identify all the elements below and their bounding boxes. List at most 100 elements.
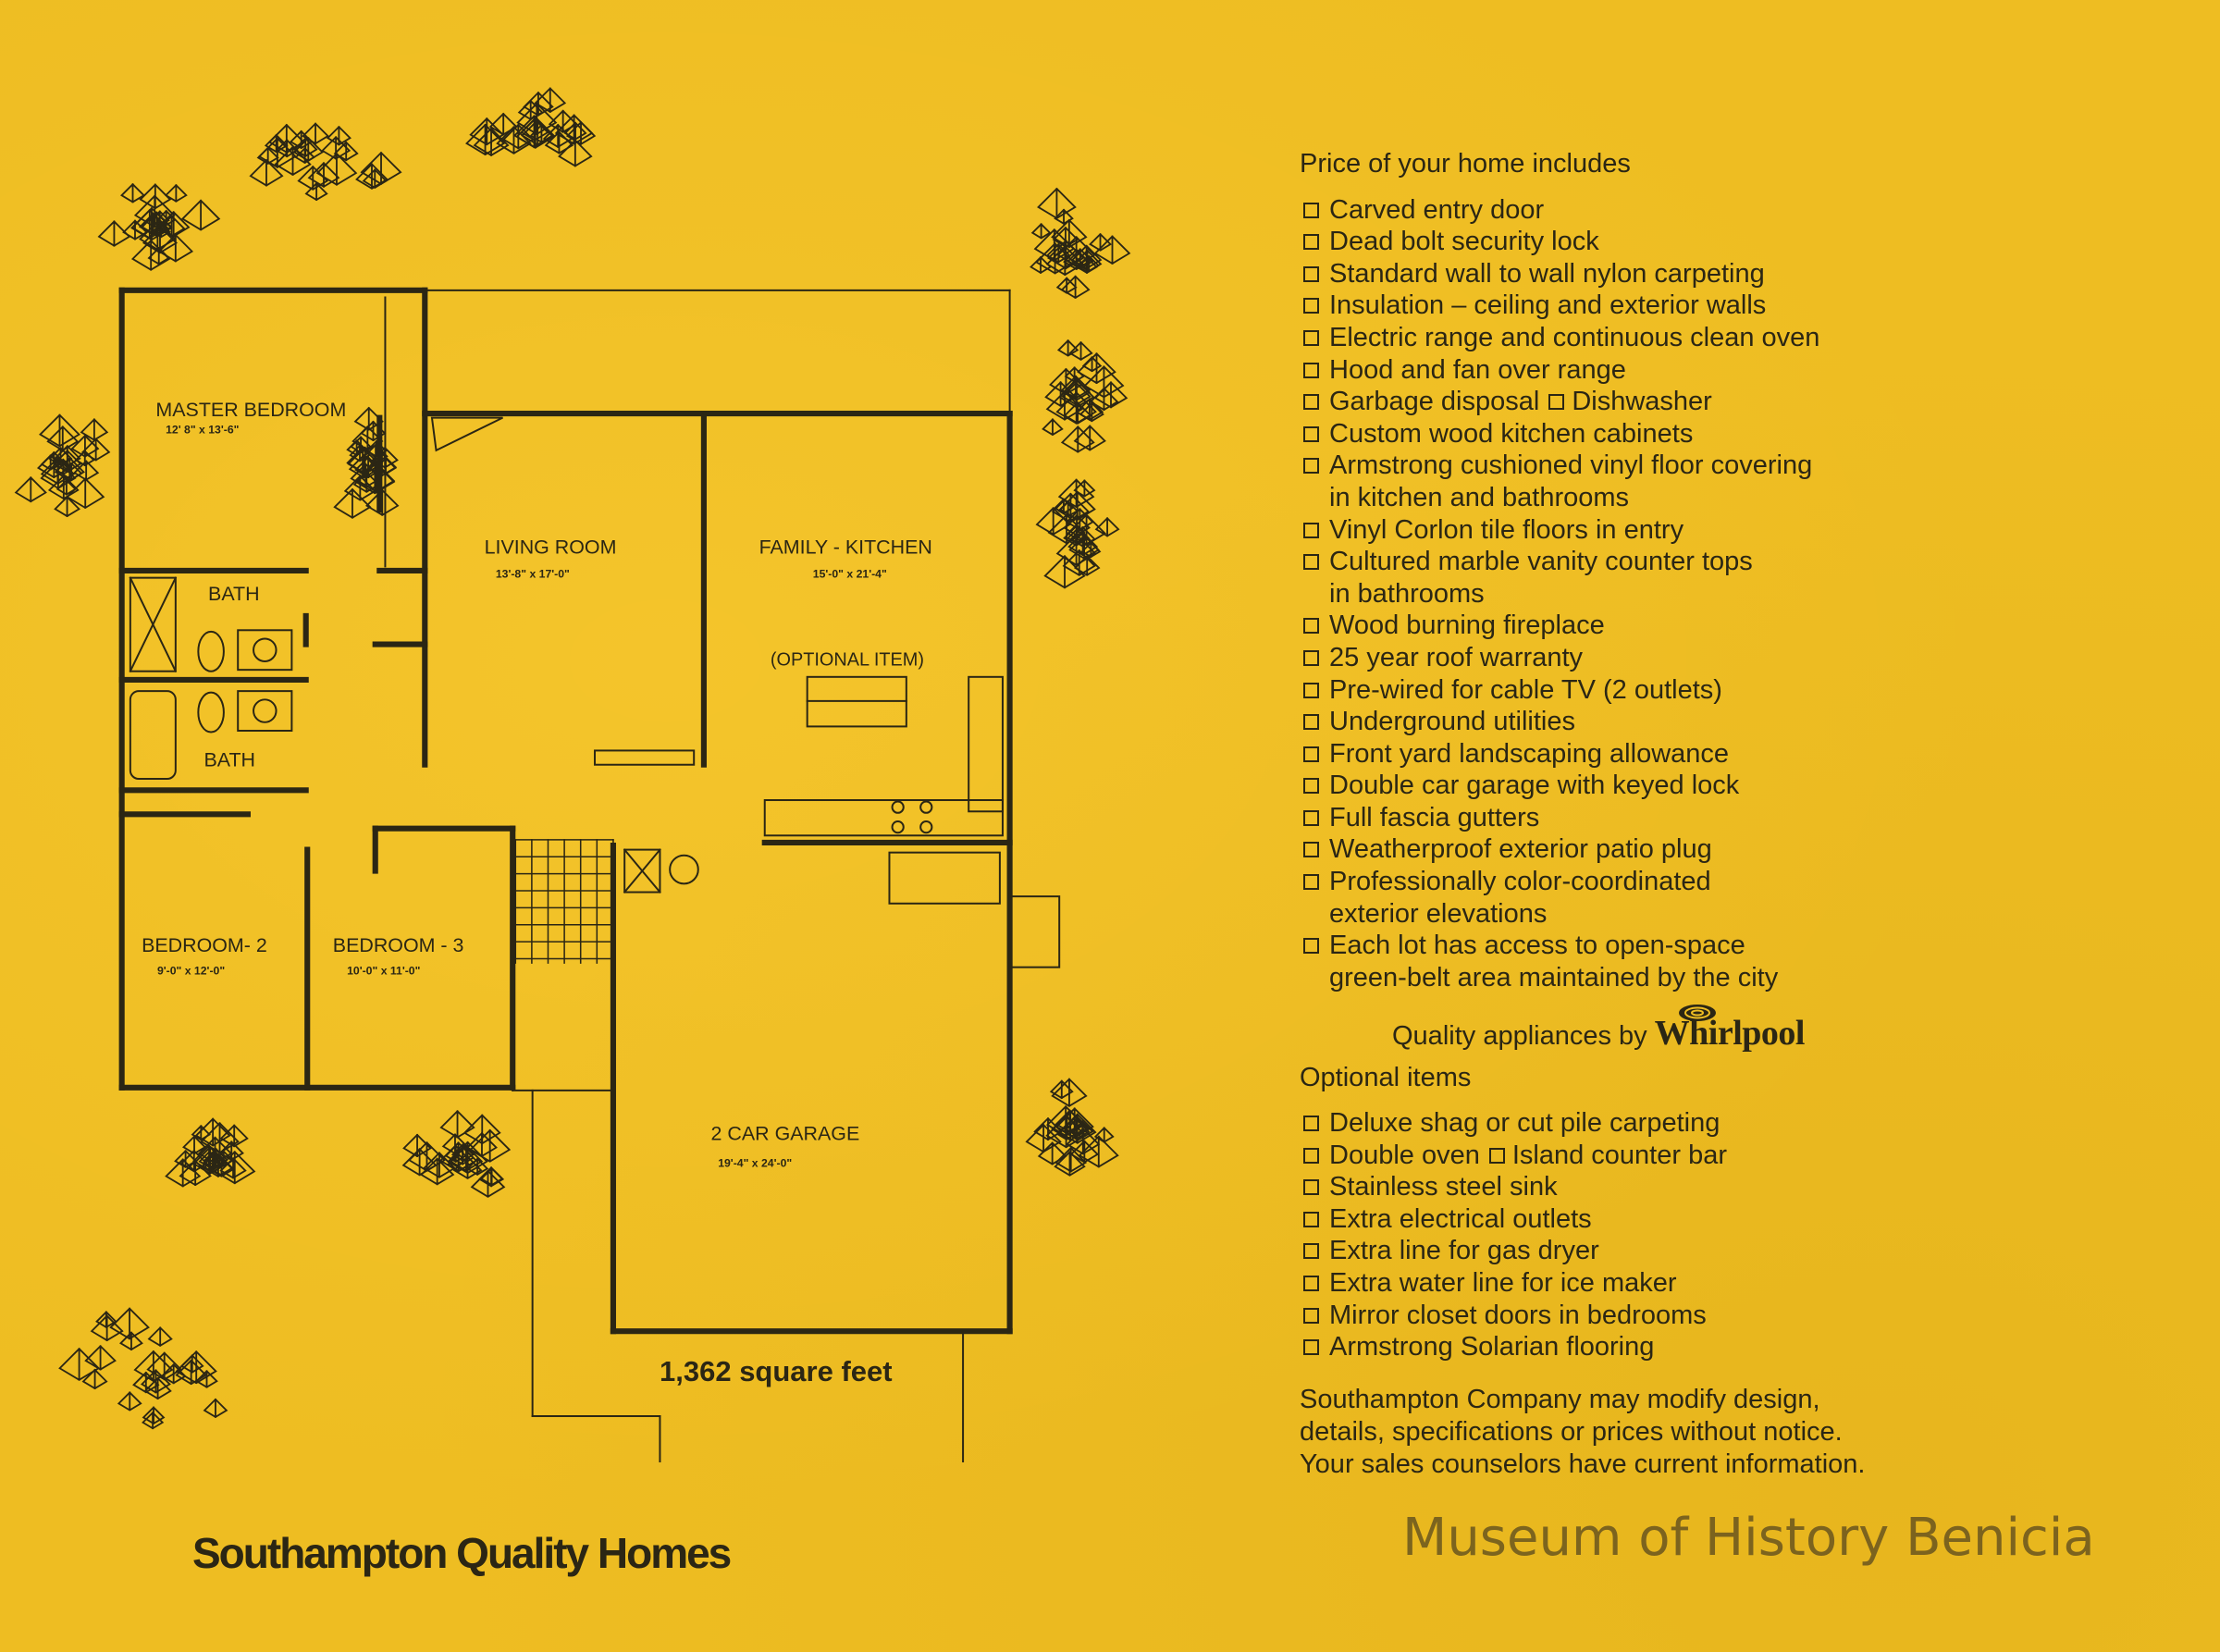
room-label-family-kitchen: FAMILY - KITCHEN [759,536,932,559]
checklist-item: Carved entry door [1300,194,2132,227]
checklist-item-text: Professionally color-coordinated [1329,867,1711,897]
checklist-item: Stainless steel sink [1300,1171,2132,1203]
disclaimer-line: Your sales counselors have current infor… [1300,1449,1866,1479]
checkbox-icon [1303,618,1319,635]
room-label-bath: BATH [204,748,255,771]
checkbox-icon [1303,746,1319,762]
checklist-item: Front yard landscaping allowance [1300,738,2132,771]
checkbox-icon [1488,1147,1505,1164]
checklist-item-text: Each lot has access to open-space [1329,931,1745,961]
checkbox-icon [1303,265,1319,282]
checkbox-icon [1303,1179,1319,1196]
checklist-item-text: Extra line for gas dryer [1329,1236,1599,1266]
appliances-text: Quality appliances by [1392,1021,1647,1052]
square-footage: 1,362 square feet [660,1355,893,1387]
shrub-icon [465,87,597,167]
room-label-living-room: LIVING ROOM [485,536,617,559]
brand-name: Southampton Quality Homes [192,1529,732,1577]
checkbox-icon [1303,329,1319,346]
patio-outline [129,289,1061,1462]
optional-heading: Optional items [1300,1063,1472,1093]
checklist-item-text: Electric range and continuous clean oven [1329,322,1820,352]
checklist-item-text: Armstrong Solarian flooring [1329,1332,1655,1362]
checklist-item: Full fascia gutters [1300,802,2132,834]
walls [118,287,1013,1335]
checklist-item-text: Custom wood kitchen cabinets [1329,418,1694,449]
whirlpool-swirl-icon [1679,1005,1716,1022]
checkbox-icon [1303,874,1319,891]
room-size-family-kitchen: 15'-0" x 21'-4" [813,568,887,581]
checklist-item-text: in bathrooms [1329,578,1485,609]
checkbox-icon [1303,649,1319,666]
checklist-item-text: Weatherproof exterior patio plug [1329,834,1712,865]
checklist-item-text: Dead bolt security lock [1329,227,1599,257]
checklist-item: Double car garage with keyed lock [1300,770,2132,802]
checklist-item-text: Vinyl Corlon tile floors in entry [1329,514,1684,545]
checklist-item: Extra electrical outlets [1300,1203,2132,1236]
checklist-item-text: Carved entry door [1329,194,1545,225]
includes-heading: Price of your home includes [1300,149,1631,179]
shrub-icon [1030,187,1131,299]
checkbox-icon [1303,1339,1319,1356]
checklist-item-text: Full fascia gutters [1329,802,1540,832]
optional-item-label: (OPTIONAL ITEM) [771,650,924,671]
room-label-bedroom-2: BEDROOM- 2 [142,934,267,956]
checklist-item-text: Deluxe shag or cut pile carpeting [1329,1108,1720,1139]
room-label-bath: BATH [208,583,260,605]
checklist-item: Armstrong cushioned vinyl floor covering… [1300,450,2132,513]
checklist-item-text: Mirror closet doors in bedrooms [1329,1300,1707,1330]
features-column: Price of your home includes Carved entry… [1300,148,2132,1481]
checklist-item-text: Extra electrical outlets [1329,1203,1592,1234]
room-label-garage: 2 CAR GARAGE [711,1122,860,1144]
checkbox-icon [1303,522,1319,538]
checklist-item: Wood burning fireplace [1300,610,2132,642]
disclaimer-line: details, specifications or prices withou… [1300,1416,1843,1447]
checklist-item-text: Insulation – ceiling and exterior walls [1329,290,1767,321]
checkbox-icon [1303,938,1319,955]
checklist-item: Dead bolt security lock [1300,226,2132,258]
room-size-bedroom-3: 10'-0" x 11'-0" [347,964,420,977]
disclaimer-line: Southampton Company may modify design, [1300,1384,1820,1414]
checklist-item-text: Pre-wired for cable TV (2 outlets) [1329,674,1722,705]
checklist-item: Vinyl Corlon tile floors in entry [1300,514,2132,547]
shrub-icon [1035,478,1120,589]
checklist-item: Weatherproof exterior patio plug [1300,833,2132,866]
landscaping-plants [14,87,1131,1430]
room-label-master-bedroom: MASTER BEDROOM [155,399,346,421]
checkbox-icon [1303,554,1319,571]
checkbox-icon [1303,1116,1319,1132]
checklist-item-text: Double oven [1329,1140,1480,1170]
room-label-bedroom-3: BEDROOM - 3 [333,934,464,956]
watermark: Museum of History Benicia [1402,1508,2095,1568]
room-size-master-bedroom: 12' 8" x 13'-6" [166,423,239,436]
shrub-icon [58,1307,228,1430]
checklist-item-text: Stainless steel sink [1329,1172,1558,1202]
room-size-bedroom-2: 9'-0" x 12'-0" [157,964,225,977]
checkbox-icon [1548,394,1565,411]
checklist-item-text: Standard wall to wall nylon carpeting [1329,258,1765,289]
checkbox-icon [1303,394,1319,411]
checklist-item-text: Wood burning fireplace [1329,610,1605,641]
checkbox-icon [1303,1147,1319,1164]
shrub-icon [249,122,402,202]
checklist-item: Custom wood kitchen cabinets [1300,418,2132,450]
checklist-item-text: Double car garage with keyed lock [1329,771,1740,801]
checkbox-icon [1303,362,1319,378]
checklist-item: 25 year roof warranty [1300,642,2132,674]
checklist-item-text: Armstrong cushioned vinyl floor covering [1329,450,1813,481]
checklist-item-text: exterior elevations [1329,898,1548,929]
checklist-item-text: Cultured marble vanity counter tops [1329,547,1753,577]
checklist-item-text: 25 year roof warranty [1329,642,1584,672]
checklist-item: Armstrong Solarian flooring [1300,1331,2132,1363]
shrub-icon [401,1110,512,1198]
checkbox-icon [1303,298,1319,314]
checklist-item-text: Hood and fan over range [1329,354,1626,385]
checklist-item-text: Dishwasher [1572,387,1712,417]
checkbox-icon [1303,778,1319,795]
